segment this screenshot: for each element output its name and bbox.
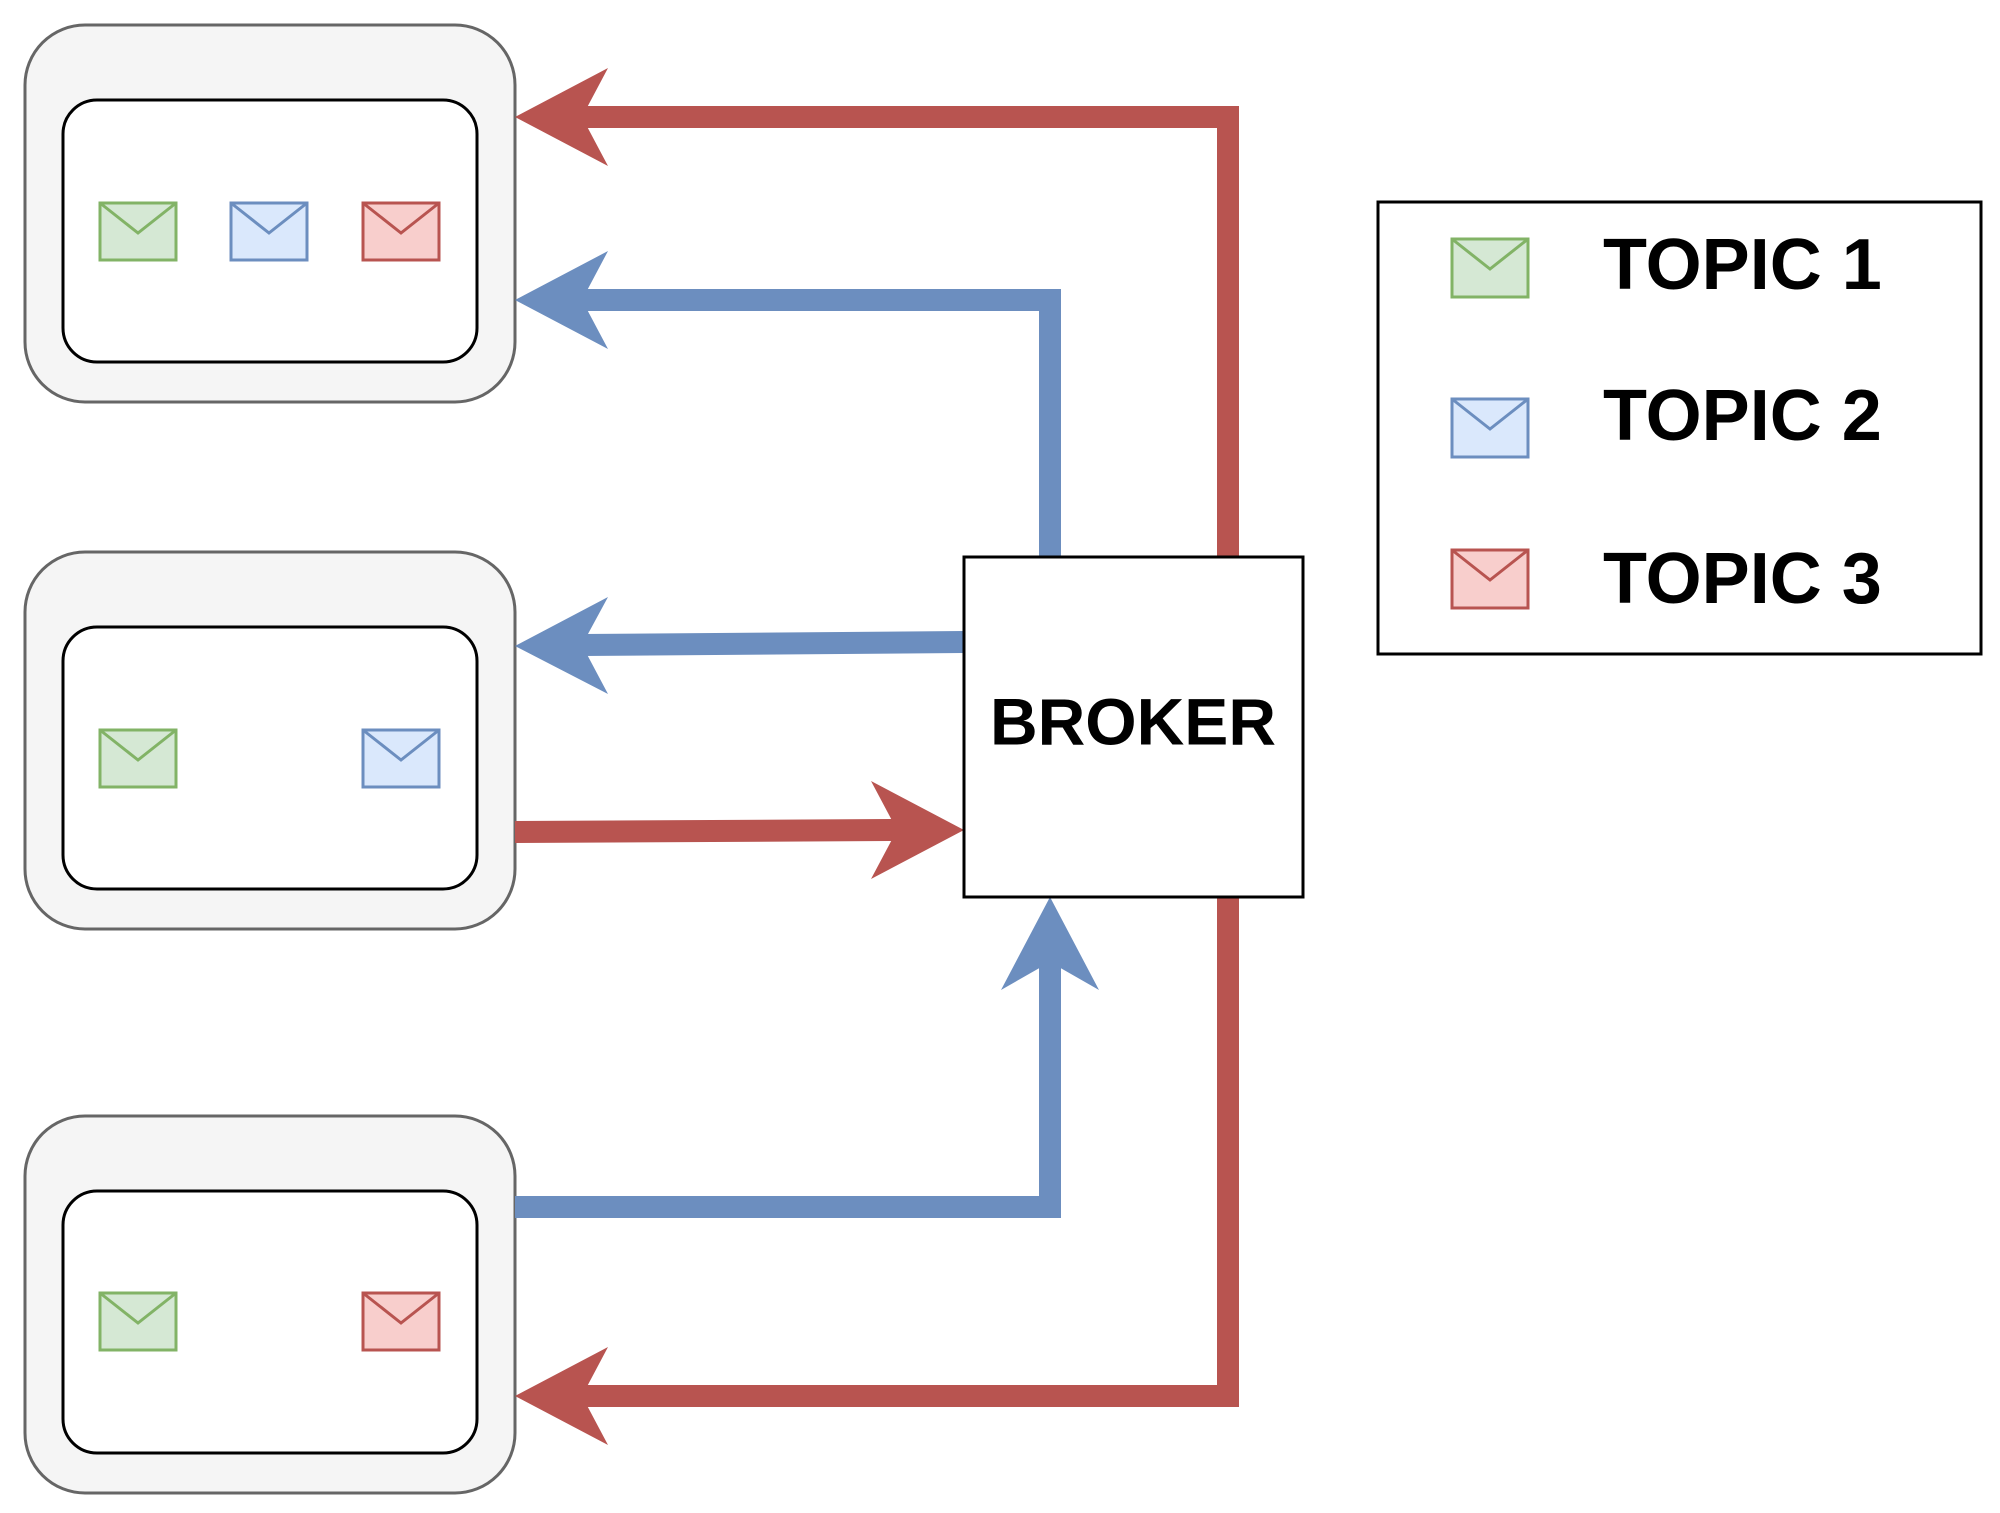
arrow-blue-client-3-to-broker <box>515 897 1099 1218</box>
arrow-red-broker-to-client-3 <box>515 897 1239 1445</box>
envelope-blue-icon <box>1450 397 1530 459</box>
client-3-inner <box>61 1189 479 1455</box>
client-3[interactable] <box>23 1114 517 1495</box>
legend: TOPIC 1 TOPIC 2 TOPIC 3 <box>1376 200 1983 656</box>
broker-label: BROKER <box>990 684 1276 758</box>
client-2[interactable] <box>23 550 517 931</box>
envelope-red-icon <box>361 201 441 262</box>
legend-label-topic-2: TOPIC 2 <box>1603 376 1882 456</box>
legend-item-topic-1: TOPIC 1 <box>1450 225 1882 305</box>
client-2-inner <box>61 625 479 891</box>
envelope-red-icon <box>1450 548 1530 610</box>
envelope-green-icon <box>1450 237 1530 299</box>
broker-node[interactable]: BROKER <box>962 555 1305 899</box>
envelope-green-icon <box>98 201 178 262</box>
arrow-blue-broker-to-client-1 <box>515 251 1061 557</box>
legend-label-topic-1: TOPIC 1 <box>1603 225 1882 305</box>
arrow-blue-broker-to-client-2 <box>515 597 965 694</box>
arrow-red-client-2-to-broker <box>514 781 964 879</box>
envelope-red-icon <box>361 1291 441 1352</box>
envelope-blue-icon <box>229 201 309 262</box>
broker-box <box>962 555 1305 899</box>
envelope-green-icon <box>98 728 178 789</box>
envelope-blue-icon <box>361 728 441 789</box>
legend-label-topic-3: TOPIC 3 <box>1603 539 1882 619</box>
envelope-green-icon <box>98 1291 178 1352</box>
legend-item-topic-3: TOPIC 3 <box>1450 539 1882 619</box>
arrow-red-broker-to-client-1 <box>515 68 1239 557</box>
client-1[interactable] <box>23 23 517 404</box>
legend-item-topic-2: TOPIC 2 <box>1450 376 1882 459</box>
